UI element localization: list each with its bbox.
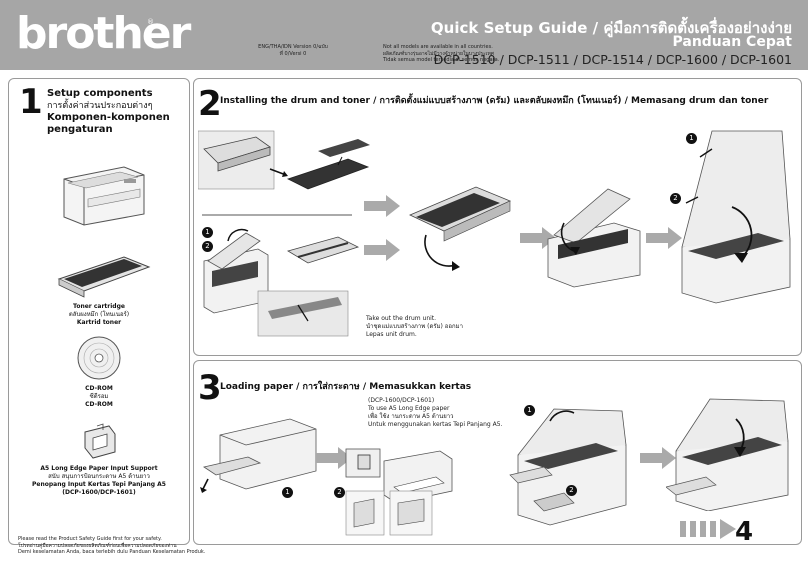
- step3-arrow-2: [640, 447, 676, 469]
- trademark-symbol: ®: [147, 18, 154, 26]
- step3-badge-a1: 1: [282, 487, 293, 498]
- safety-note: Please read the Product Safety Guide fir…: [18, 536, 206, 555]
- step3-badge-a2: 2: [334, 487, 345, 498]
- step2-badge-a1: 1: [202, 227, 213, 238]
- drum-unit-illustration: [409, 186, 512, 271]
- step1-number: 1: [19, 82, 43, 122]
- step2-arrow-3: [520, 227, 556, 249]
- guide-title-id: Panduan Cepat: [672, 34, 792, 50]
- step2-badge-a2: 2: [202, 241, 213, 252]
- printer-illustration: [63, 166, 145, 226]
- next-step-arrows: [680, 519, 736, 539]
- open-printer-illustration: [203, 228, 360, 337]
- paper-tray-illustration: [200, 418, 317, 493]
- step2-title: Installing the drum and toner / การติดตั…: [220, 96, 769, 106]
- model-list: DCP-1510 / DCP-1511 / DCP-1514 / DCP-160…: [433, 52, 792, 67]
- step3-arrow-1: [316, 447, 352, 469]
- drum-toner-illustration: [198, 130, 370, 190]
- a5-support-insert-illustration: [509, 408, 627, 526]
- cdrom-icon: [77, 336, 121, 380]
- step2-arrow-2: [364, 239, 400, 261]
- step2-badge-b1: 1: [686, 133, 697, 144]
- step2-divider: [202, 214, 352, 216]
- cdrom-caption: CD-ROM ซีดีรอม CD-ROM: [85, 385, 113, 408]
- close-scanner-illustration: [666, 398, 789, 511]
- step3-badge-b2: 2: [566, 485, 577, 496]
- step1-panel: 1 Setup components การตั้งค่าส่วนประกอบต…: [8, 78, 190, 545]
- a5-support-caption: A5 Long Edge Paper Input Support สนับ สน…: [32, 465, 166, 496]
- step2-arrow-1: [364, 195, 400, 217]
- step2-badge-b2: 2: [670, 193, 681, 204]
- step2-panel: 2 Installing the drum and toner / การติด…: [193, 78, 802, 356]
- guide-title: Quick Setup Guide / คู่มือการติดตั้งเครื…: [430, 19, 792, 37]
- step3-number: 3: [198, 368, 222, 408]
- close-cover-illustration: [681, 130, 791, 304]
- step3-note: (DCP-1600/DCP-1601) To use A5 Long Edge …: [368, 397, 503, 428]
- step3-panel: 3 Loading paper / การใส่กระดาษ / Memasuk…: [193, 360, 802, 545]
- step2-note: Take out the drum unit. นำชุดแม่แบบสร้าง…: [366, 315, 463, 338]
- availability-note: Not all models are available in all coun…: [383, 44, 500, 63]
- a5-paper-support-illustration: [84, 423, 116, 459]
- toner-caption: Toner cartridge ตลับผงหมึก (โทนเนอร์) Ka…: [68, 303, 130, 326]
- step2-arrow-4: [646, 227, 682, 249]
- brand-logo: brother: [16, 8, 191, 59]
- toner-cartridge-illustration: [57, 256, 151, 298]
- header-banner: brother ® ENG/THA/IDN Version 0/ฉบับที่ …: [0, 0, 808, 70]
- next-step-number: 4: [735, 517, 754, 547]
- version-text: ENG/THA/IDN Version 0/ฉบับที่ 0/Versi 0: [258, 44, 328, 57]
- insert-drum-illustration: [547, 188, 641, 288]
- step1-title: Setup components การตั้งค่าส่วนประกอบต่า…: [47, 88, 170, 135]
- step3-badge-b1: 1: [524, 405, 535, 416]
- step2-number: 2: [198, 84, 222, 124]
- step3-title: Loading paper / การใส่กระดาษ / Memasukka…: [220, 382, 472, 392]
- paper-guide-illustration: [345, 448, 453, 536]
